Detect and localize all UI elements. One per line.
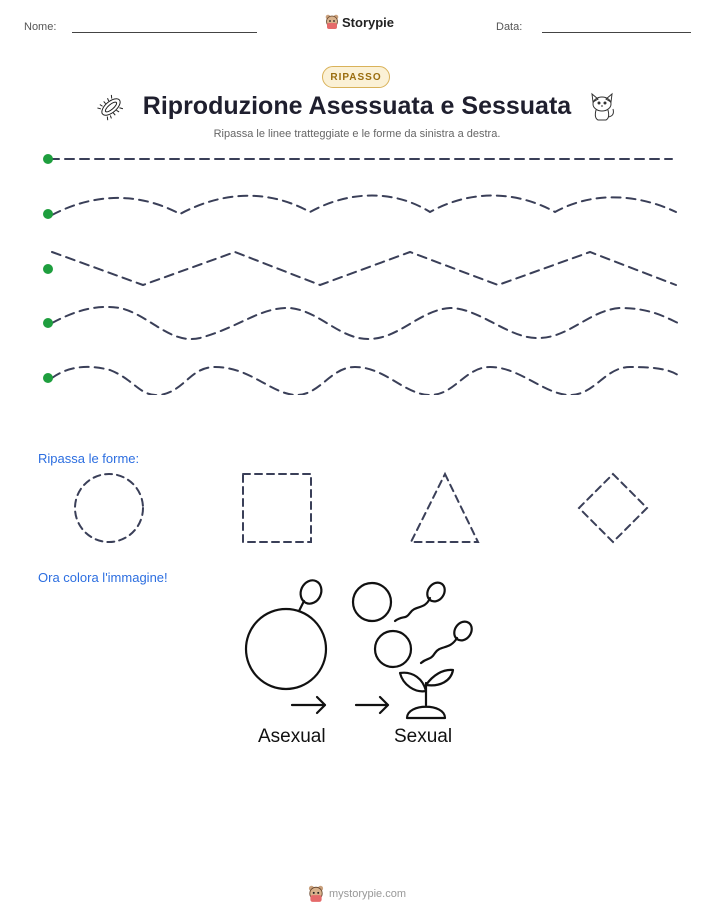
egg-cell-2 xyxy=(373,629,413,669)
start-dot-5 xyxy=(43,373,53,383)
arrow-1 xyxy=(290,695,327,715)
storypie-logo-icon xyxy=(325,14,339,29)
shape-circle[interactable] xyxy=(74,473,144,543)
tracing-line-zigzag[interactable] xyxy=(51,250,677,287)
fox-icon xyxy=(591,92,614,121)
page-title: Riproduzione Asessuata e Sessuata xyxy=(142,92,572,120)
storypie-logo-icon xyxy=(308,885,324,902)
name-label: Nome: xyxy=(24,21,57,33)
start-dot-1 xyxy=(43,154,53,164)
shape-square[interactable] xyxy=(242,473,312,543)
shapes-section-label: Ripassa le forme: xyxy=(38,451,140,466)
tracing-lines xyxy=(43,154,679,395)
reproduction-illustration[interactable] xyxy=(235,575,485,725)
brand-header: Storypie xyxy=(325,14,394,30)
date-label: Data: xyxy=(496,21,523,33)
footer: mystorypie.com xyxy=(308,885,406,903)
bud-cell xyxy=(299,579,323,605)
footer-url[interactable]: mystorypie.com xyxy=(329,888,407,900)
sprout xyxy=(405,705,447,720)
start-dot-4 xyxy=(43,318,53,328)
tracing-line-wave-1[interactable] xyxy=(51,194,677,216)
review-badge: RIPASSO xyxy=(322,66,390,88)
tracing-line-wave-3[interactable] xyxy=(51,365,679,395)
large-cell xyxy=(244,607,328,691)
start-dot-2 xyxy=(43,209,53,219)
tracing-shapes xyxy=(74,471,649,544)
coloring-section-label: Ora colora l'immagine! xyxy=(38,570,168,585)
tracing-line-wave-2[interactable] xyxy=(51,305,679,341)
page-subtitle: Ripassa le linee tratteggiate e le forme… xyxy=(213,128,501,140)
bacterium-icon xyxy=(97,94,124,121)
date-line[interactable] xyxy=(542,32,691,33)
shape-diamond[interactable] xyxy=(577,472,649,544)
caption-asexual: Asexual xyxy=(258,726,326,747)
arrow-2 xyxy=(354,695,390,715)
sperm-1 xyxy=(393,596,432,623)
sperm-2 xyxy=(419,636,459,665)
caption-sexual: Sexual xyxy=(394,726,453,747)
start-dot-3 xyxy=(43,264,53,274)
shape-triangle[interactable] xyxy=(409,471,480,543)
egg-cell-1 xyxy=(351,581,393,623)
name-line[interactable] xyxy=(72,32,257,33)
brand-name: Storypie xyxy=(342,14,395,30)
